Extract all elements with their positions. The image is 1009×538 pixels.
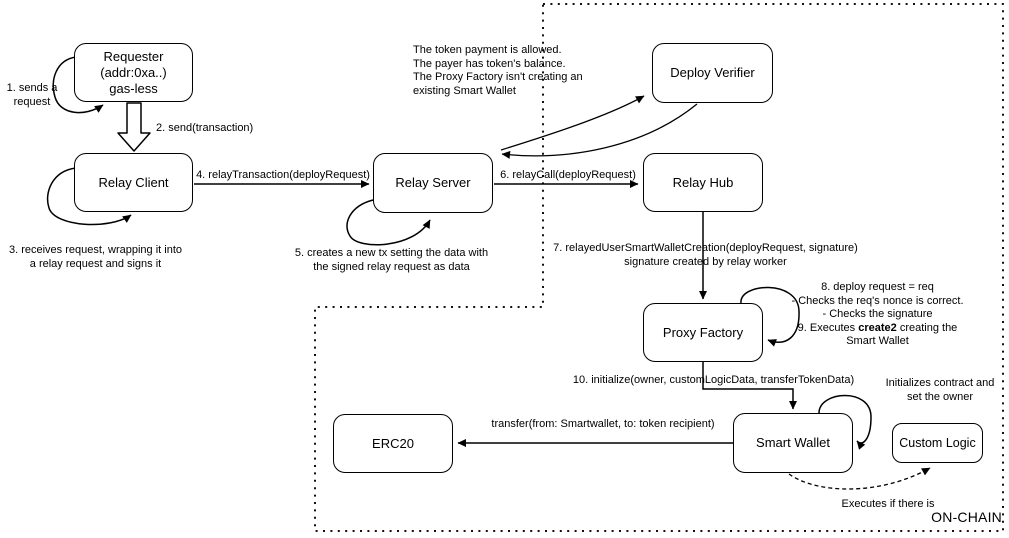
initialize-arrow [702, 362, 797, 410]
node-proxy-factory: Proxy Factory [643, 303, 763, 362]
proxy-factory-self-loop-arrow [740, 286, 800, 347]
smart-wallet-self-loop-arrow [818, 394, 872, 450]
label-step7: 7. relayedUserSmartWalletCreation(deploy… [553, 242, 858, 268]
node-custom-logic: Custom Logic [892, 423, 983, 463]
label-step6: 6. relayCall(deployRequest) [500, 169, 636, 181]
label-step8-9: 8. deploy request = req - Checks the req… [780, 281, 975, 349]
label-executes-note: Executes if there is [841, 498, 935, 510]
label-step3: 3. receives request, wrapping it into a … [8, 244, 183, 270]
node-deploy-verifier: Deploy Verifier [652, 43, 773, 103]
send-transaction-hollow-arrow [117, 102, 151, 152]
label-step9-prefix: 9. Executes [797, 321, 859, 334]
relay-client-self-loop-arrow [46, 167, 132, 226]
node-relay-server: Relay Server [373, 153, 493, 213]
executes-custom-logic-arrow [788, 467, 931, 490]
node-requester: Requester (addr:0xa..) gas-less [74, 43, 193, 102]
requester-self-loop-arrow [52, 56, 104, 114]
relay-server-self-loop-arrow [346, 199, 431, 246]
label-step4: 4. relayTransaction(deployRequest) [196, 169, 370, 181]
verifier-to-server-arrow [501, 103, 698, 159]
label-verifier-note: The token payment is allowed. The payer … [413, 44, 583, 97]
node-erc20: ERC20 [333, 414, 453, 473]
label-init-note: Initializes contract and set the owner [885, 377, 995, 403]
label-step5: 5. creates a new tx setting the data wit… [294, 247, 489, 273]
label-transfer: transfer(from: Smartwallet, to: token re… [491, 418, 715, 430]
label-onchain: ON-CHAIN [931, 509, 1002, 525]
node-relay-client: Relay Client [74, 153, 193, 212]
label-step1: 1. sends a request [6, 82, 58, 108]
label-step9-create2: create2 [858, 321, 897, 334]
label-step2: 2. send(transaction) [156, 122, 254, 134]
server-to-verifier-arrow [500, 95, 645, 151]
onchain-boundary [314, 3, 1004, 532]
label-step9-suffix: creating the Smart Wallet [846, 321, 958, 348]
label-step10: 10. initialize(owner, customLogicData, t… [572, 374, 855, 386]
node-relay-hub: Relay Hub [643, 153, 763, 212]
node-smart-wallet: Smart Wallet [733, 413, 853, 473]
label-step8: 8. deploy request = req - Checks the req… [791, 281, 964, 320]
